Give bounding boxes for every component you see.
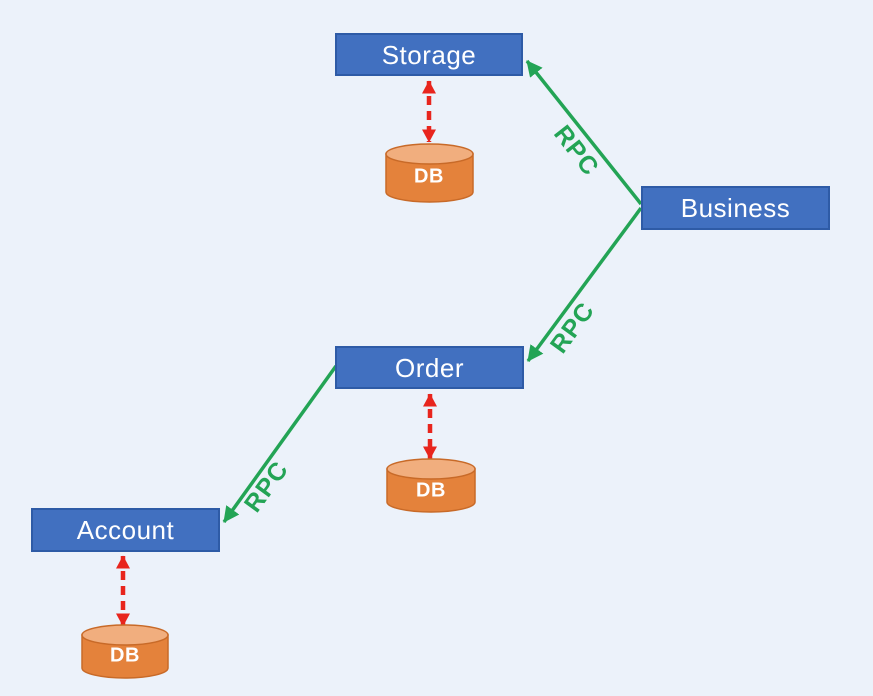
db-cylinder-body [386,468,476,513]
db-label-account: DB [110,644,140,667]
node-storage-label: Storage [381,39,477,70]
db-cylinder-top [385,143,474,165]
node-order-label: Order [395,352,464,383]
db-cylinder-top [81,624,169,646]
database-cylinder-storage [385,143,474,203]
node-business: Business [641,186,830,230]
node-account: Account [31,508,220,552]
database-cylinder-account [81,624,169,679]
db-cylinder-body [385,153,474,203]
node-order: Order [335,346,524,389]
node-business-label: Business [680,193,791,223]
edge-business-to-order [526,206,643,363]
database-cylinder-order [386,458,476,513]
edge-business-to-storage [525,59,643,206]
db-label-order: DB [416,479,446,502]
db-cylinder-top [386,458,476,480]
db-label-storage: DB [414,165,444,188]
db-cylinder-body [81,634,169,679]
edge-order-to-account [222,364,338,524]
node-storage: Storage [335,33,523,76]
node-account-label: Account [76,515,175,545]
